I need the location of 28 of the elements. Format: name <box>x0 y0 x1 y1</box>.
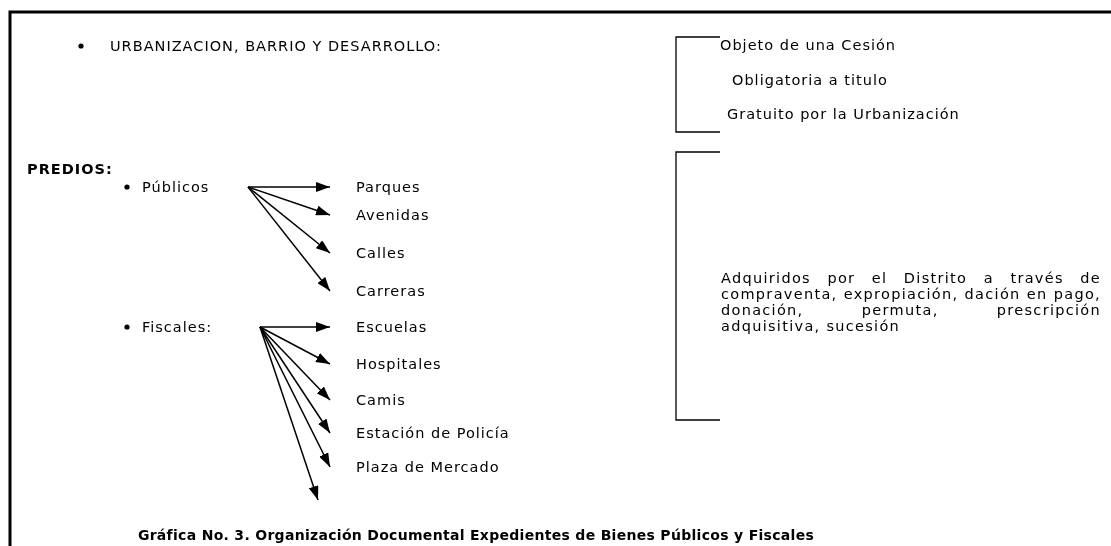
item-label: Fiscales: <box>142 318 213 336</box>
note-text: Obligatoria a titulo <box>732 71 888 89</box>
figure-caption: Gráfica No. 3. Organización Documental Expedientes de Bienes Públicos y Fiscales <box>136 527 816 543</box>
arrow <box>247 182 331 192</box>
arrow <box>259 326 331 468</box>
item-label: Escuelas <box>356 318 428 336</box>
item-label: Carreras <box>356 282 426 300</box>
arrow <box>259 326 319 501</box>
item-label: Públicos <box>142 178 210 196</box>
item-label: Estación de Policía <box>356 424 510 442</box>
arrow <box>247 186 331 292</box>
heading-text: URBANIZACION, BARRIO Y DESARROLLO: <box>110 37 442 55</box>
item-label: Plaza de Mercado <box>356 458 500 476</box>
item-label: Calles <box>356 244 406 262</box>
arrow <box>259 326 331 401</box>
section-heading: PREDIOS: <box>27 160 113 178</box>
arrow <box>247 186 331 254</box>
item-label: Camis <box>356 391 406 409</box>
item-label: Avenidas <box>356 206 430 224</box>
note-text: Gratuito por la Urbanización <box>727 105 960 123</box>
arrow <box>259 322 331 332</box>
item-label: Hospitales <box>356 355 442 373</box>
arrow <box>247 186 331 216</box>
arrow <box>259 326 331 365</box>
arrow <box>259 326 331 434</box>
item-label: Parques <box>356 178 421 196</box>
note-text: Objeto de una Cesión <box>720 36 897 54</box>
description-text: Adquiridos por el Distrito a través de compraventa, expropiación, dación en pago, donación, permuta, prescripción adquisitiva, sucesión <box>721 270 1101 334</box>
